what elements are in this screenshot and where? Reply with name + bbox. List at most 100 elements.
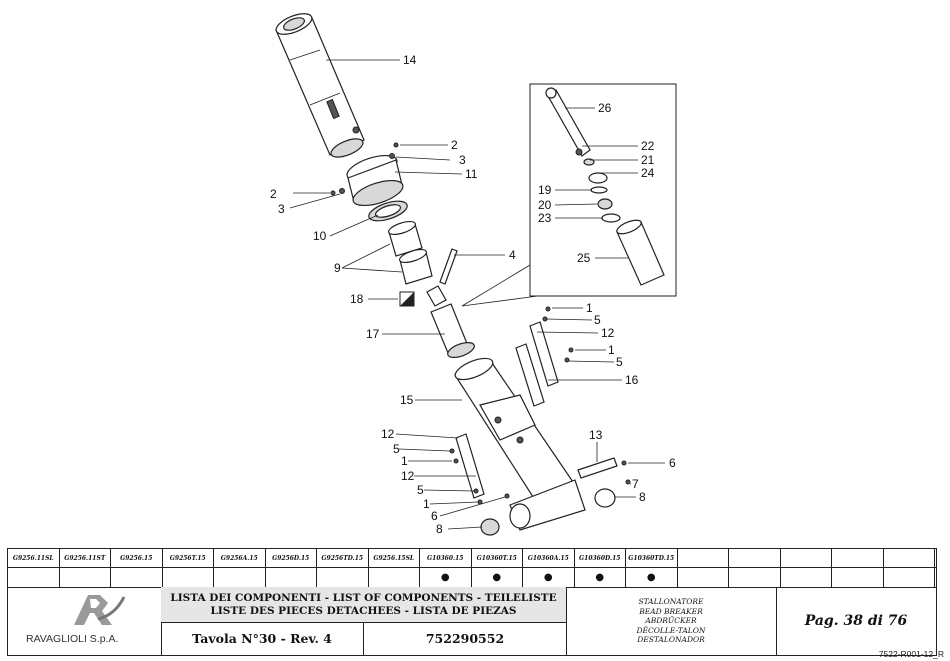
callout-11: 11: [465, 167, 478, 181]
part-14-cylinder: [275, 13, 365, 158]
applicability-cell: [266, 567, 317, 587]
model-code-cell: [884, 549, 935, 567]
part-13-pin: [480, 457, 631, 536]
title-line-1: LISTA DEI COMPONENTI - LIST OF COMPONENT…: [170, 591, 557, 604]
applicability-cell: [8, 567, 60, 587]
model-code-cell: G9256.15: [111, 549, 163, 567]
callout-5: 5: [616, 355, 623, 369]
applicability-cell: [781, 567, 832, 587]
callout-26: 26: [598, 101, 612, 115]
callout-5: 5: [393, 442, 400, 456]
company-name: RAVAGLIOLI S.p.A.: [26, 633, 119, 645]
callout-24: 24: [641, 166, 655, 180]
applicability-cell: [832, 567, 884, 587]
part-11-ring: [346, 154, 404, 207]
company-logo-icon: [74, 595, 126, 625]
name-it: STALLONATORE: [638, 597, 704, 607]
callout-15: 15: [400, 393, 414, 407]
model-code-cell: G10360T.15: [472, 549, 523, 567]
model-code-cell: [729, 549, 781, 567]
part-screws-2-3: [330, 142, 399, 196]
model-code-cell: G9256.11SL: [8, 549, 60, 567]
model-code-cell: G9256T.15: [163, 549, 214, 567]
callout-25: 25: [577, 251, 591, 265]
applicability-cell: [884, 567, 935, 587]
part-9-bushings: [387, 220, 433, 285]
callout-12: 12: [401, 469, 415, 483]
part-4-pin: [439, 248, 458, 285]
list-titles: LISTA DEI COMPONENTI - LIST OF COMPONENT…: [161, 587, 567, 623]
callout-12: 12: [381, 427, 395, 441]
part-12-16-plates: [455, 321, 559, 499]
applicability-cell: [369, 567, 420, 587]
callout-22: 22: [641, 139, 655, 153]
callout-2: 2: [270, 187, 277, 201]
applicability-cell: [678, 567, 729, 587]
applicability-cell: [317, 567, 369, 587]
callout-21: 21: [641, 153, 655, 167]
model-code-cell: G9256.11ST: [60, 549, 111, 567]
callout-16: 16: [625, 373, 639, 387]
model-code-cell: G9256.15SL: [369, 549, 420, 567]
callout-1: 1: [608, 343, 615, 357]
callout-5: 5: [594, 313, 601, 327]
callout-1: 1: [423, 497, 430, 511]
document-reference: 7522-R001-12_R: [878, 649, 944, 659]
callout-6: 6: [669, 456, 676, 470]
applicability-cell: ●: [523, 567, 575, 587]
callout-8: 8: [639, 490, 646, 504]
callout-3: 3: [278, 202, 285, 216]
part-15-body: [454, 357, 586, 531]
callout-1: 1: [586, 301, 593, 315]
applicability-row: ●●●●●: [8, 567, 936, 588]
applicability-cell: [729, 567, 781, 587]
logo-box: RAVAGLIOLI S.p.A.: [8, 587, 162, 655]
callout-8: 8: [436, 522, 443, 536]
name-en: BEAD BREAKER: [639, 606, 703, 616]
exploded-parts-drawing: 14 2 3 11 2 3 10 9 4 18 17 15 12 5 1 12 …: [270, 13, 677, 536]
callout-10: 10: [313, 229, 327, 243]
applicability-cell: ●: [420, 567, 472, 587]
callout-2: 2: [451, 138, 458, 152]
model-code-cell: G10360A.15: [523, 549, 575, 567]
model-code-cell: G9256TD.15: [317, 549, 369, 567]
callout-6: 6: [431, 509, 438, 523]
applicability-cell: [163, 567, 214, 587]
callout-19: 19: [538, 183, 552, 197]
applicability-cell: [111, 567, 163, 587]
model-code-cell: G9256D.15: [266, 549, 317, 567]
applicability-cell: ●: [575, 567, 626, 587]
callout-17: 17: [366, 327, 380, 341]
title-line-2: LISTE DES PIECES DETACHEES - LISTA DE PI…: [210, 604, 517, 617]
part-screws-1-5: [449, 306, 574, 505]
callout-3: 3: [459, 153, 466, 167]
part-17-piston: [426, 285, 475, 358]
callout-numbers: 14 2 3 11 2 3 10 9 4 18 17 15 12 5 1 12 …: [270, 53, 676, 536]
leader-lines: [289, 59, 665, 530]
model-code-cell: [678, 549, 729, 567]
name-es: DESTALONADOR: [637, 635, 705, 645]
callout-4: 4: [509, 248, 516, 262]
callout-13: 13: [589, 428, 603, 442]
callout-1: 1: [401, 454, 408, 468]
part-code: 752290552: [364, 622, 567, 655]
applicability-cell: ●: [626, 567, 678, 587]
model-code-cell: G10360D.15: [575, 549, 626, 567]
applicability-cell: ●: [472, 567, 523, 587]
table-number: Tavola N°30 - Rev. 4: [161, 622, 364, 655]
callout-23: 23: [538, 211, 552, 225]
callout-20: 20: [538, 198, 552, 212]
model-code-cell: G10360TD.15: [626, 549, 678, 567]
model-code-cell: G9256A.15: [214, 549, 266, 567]
callout-18: 18: [350, 292, 364, 306]
model-code-cell: [832, 549, 884, 567]
model-code-cell: G10360.15: [420, 549, 472, 567]
callout-7: 7: [632, 477, 639, 491]
detail-inset: [461, 83, 677, 307]
page-number: Pag. 38 di 76: [804, 613, 908, 629]
name-de: ABDRÜCKER: [645, 616, 697, 626]
part-10-ring: [368, 200, 408, 222]
applicability-cell: [60, 567, 111, 587]
